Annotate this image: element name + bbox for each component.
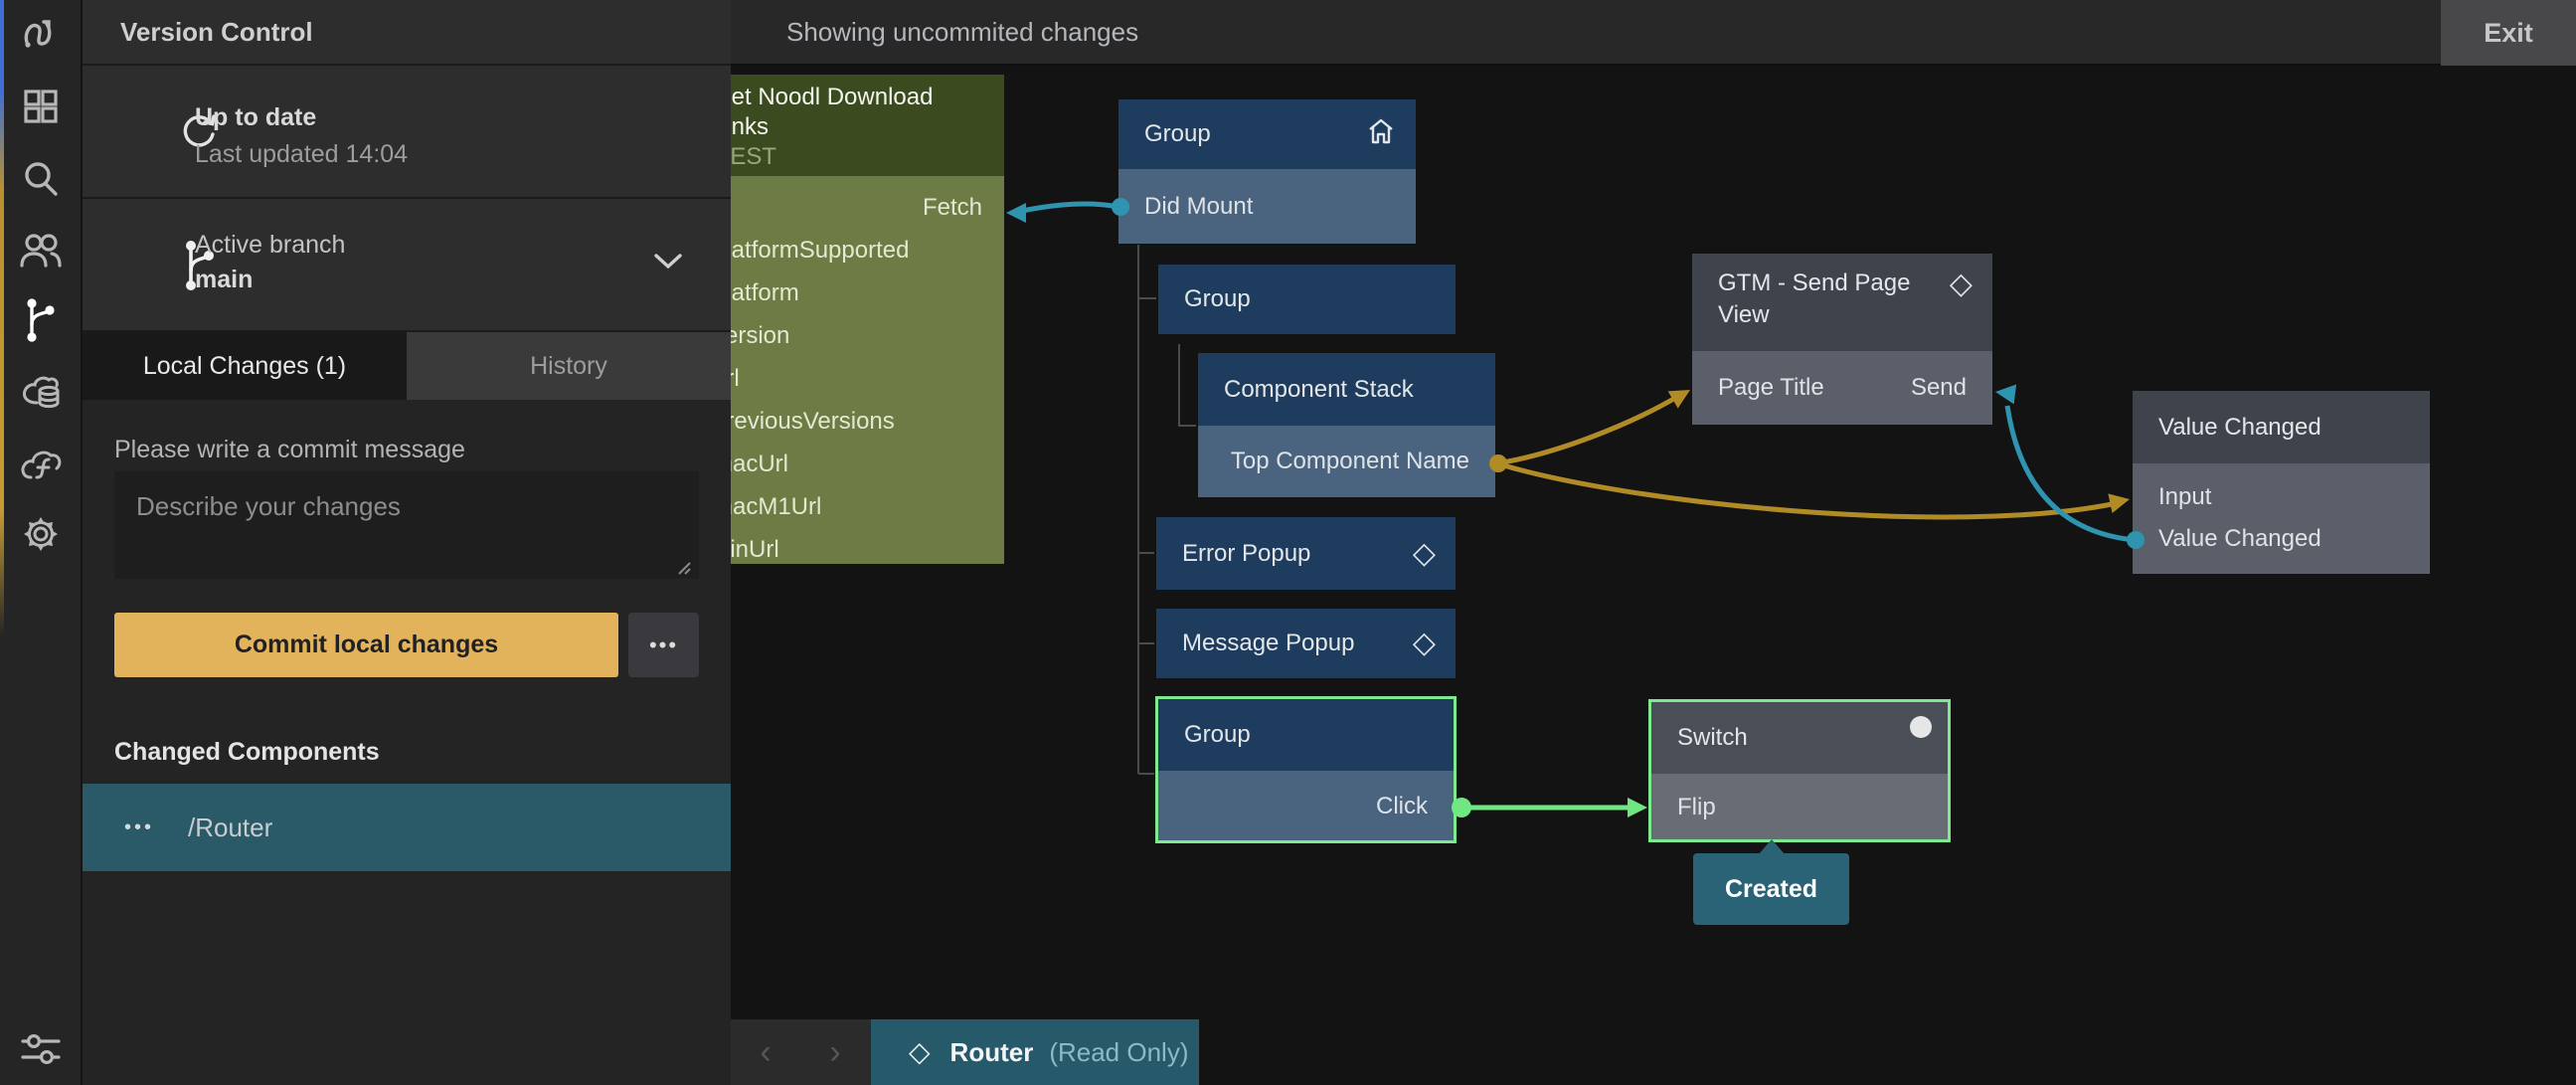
created-tooltip-badge: Created xyxy=(1693,853,1849,925)
home-icon xyxy=(1366,116,1396,153)
connected-indicator-dot xyxy=(1910,716,1932,738)
node-message-popup[interactable]: Message Popup ◇ xyxy=(1156,609,1456,678)
node-title: GTM - Send Page View xyxy=(1718,270,1911,328)
changed-components-heading: Changed Components xyxy=(114,738,380,766)
panel-title: Version Control xyxy=(120,16,313,47)
port-platform[interactable]: platform xyxy=(731,279,799,306)
row-options-dots-icon[interactable]: ••• xyxy=(124,815,155,838)
cloud-services-icon[interactable] xyxy=(18,370,64,416)
panel-header: Version Control xyxy=(83,0,731,66)
chevron-down-icon[interactable] xyxy=(653,253,683,275)
sync-updated-text: Last updated 14:04 xyxy=(195,140,409,168)
port-did-mount[interactable]: Did Mount xyxy=(1144,193,1254,220)
port-previousversions[interactable]: previousVersions xyxy=(731,408,895,435)
node-title: Component Stack xyxy=(1224,375,1414,403)
port-value-changed[interactable]: Value Changed xyxy=(2158,525,2321,552)
node-group-child[interactable]: Group xyxy=(1158,265,1456,334)
component-tab-router[interactable]: ◇ Router (Read Only) xyxy=(871,1019,1199,1085)
changed-component-row-router[interactable]: ••• /Router xyxy=(83,784,731,871)
connection-click-to-flip xyxy=(1452,798,1647,817)
node-group-selected[interactable]: Group Click xyxy=(1155,696,1457,843)
commit-local-changes-button[interactable]: Commit local changes xyxy=(114,613,618,677)
node-gtm-send-page-view[interactable]: GTM - Send Page View ◇ Page Title Send xyxy=(1692,254,1992,425)
node-switch[interactable]: Switch Flip xyxy=(1648,699,1951,842)
active-branch-name: main xyxy=(195,266,254,293)
connection-topcomponentname-to-input xyxy=(1489,454,2130,520)
port-winurl[interactable]: winUrl xyxy=(731,536,779,563)
node-rest-get-noodl-download-links[interactable]: Get Noodl Download Links REST Fetch plat… xyxy=(731,75,1004,564)
component-diamond-icon: ◇ xyxy=(1949,268,1973,300)
nav-back-chevron[interactable]: ‹ xyxy=(760,1033,772,1071)
port-macm1url[interactable]: macM1Url xyxy=(731,493,822,520)
editor-preferences-sliders-icon[interactable] xyxy=(18,1025,64,1071)
node-value-changed[interactable]: Value Changed Input Value Changed xyxy=(2133,391,2430,574)
tab-local-changes[interactable]: Local Changes (1) xyxy=(83,332,407,400)
component-tab-name: Router xyxy=(949,1036,1034,1067)
port-input[interactable]: Input xyxy=(2158,483,2212,510)
connections-overlay xyxy=(1006,198,2145,817)
commit-message-label: Please write a commit message xyxy=(114,436,465,463)
commit-more-options-button[interactable]: ••• xyxy=(628,613,699,677)
refresh-icon[interactable] xyxy=(178,109,220,156)
canvas-nav-strip: ‹ › xyxy=(731,1019,871,1085)
node-subtitle: REST xyxy=(731,143,777,170)
port-url[interactable]: url xyxy=(731,365,740,392)
port-flip[interactable]: Flip xyxy=(1677,794,1716,820)
node-title: Value Changed xyxy=(2158,413,2321,441)
port-click[interactable]: Click xyxy=(1376,793,1428,819)
node-title: Error Popup xyxy=(1182,539,1311,567)
canvas-topbar: Showing uncommited changes Exit xyxy=(731,0,2576,66)
sync-status-text: Up to date xyxy=(195,103,317,131)
created-label: Created xyxy=(1724,874,1818,903)
noodl-logo-icon[interactable] xyxy=(18,12,64,58)
port-page-title[interactable]: Page Title xyxy=(1718,374,1824,401)
read-only-label: (Read Only) xyxy=(1049,1036,1189,1067)
commit-message-input[interactable] xyxy=(114,471,699,579)
node-title: Switch xyxy=(1677,724,1748,751)
connection-valuechanged-to-send xyxy=(1995,384,2145,549)
version-control-panel: Version Control Up to date Last updated … xyxy=(83,0,731,1085)
version-control-branch-icon[interactable] xyxy=(18,296,64,342)
sync-status-row[interactable]: Up to date Last updated 14:04 xyxy=(83,68,731,199)
node-component-stack[interactable]: Component Stack Top Component Name xyxy=(1198,353,1495,497)
node-group-root[interactable]: Group Did Mount xyxy=(1118,99,1416,244)
panel-tabs: Local Changes (1) History xyxy=(83,332,731,400)
node-error-popup[interactable]: Error Popup ◇ xyxy=(1156,517,1456,590)
sidebar xyxy=(0,0,83,1085)
node-title: Get Noodl Download Links xyxy=(731,84,934,140)
cloud-functions-icon[interactable] xyxy=(18,443,64,488)
branch-icon xyxy=(180,237,220,297)
node-graph-canvas[interactable]: Get Noodl Download Links REST Fetch plat… xyxy=(731,66,2576,1085)
port-platformsupported[interactable]: platformSupported xyxy=(731,237,910,264)
port-fetch[interactable]: Fetch xyxy=(922,194,982,221)
settings-gear-icon[interactable] xyxy=(18,511,64,557)
port-send[interactable]: Send xyxy=(1910,374,1967,401)
connection-didmount-to-fetch xyxy=(1006,198,1129,223)
port-top-component-name[interactable]: Top Component Name xyxy=(1230,448,1469,474)
component-diamond-icon: ◇ xyxy=(1412,627,1436,659)
port-version[interactable]: version xyxy=(731,322,790,349)
port-macurl[interactable]: macUrl xyxy=(731,451,788,477)
node-title: Group xyxy=(1144,120,1211,147)
component-diamond-icon: ◇ xyxy=(909,1036,931,1067)
active-branch-label: Active branch xyxy=(195,231,346,259)
node-title: Group xyxy=(1184,285,1251,312)
component-diamond-icon: ◇ xyxy=(1412,536,1436,570)
sidebar-accent-strip xyxy=(0,0,4,636)
local-changes-content: Please write a commit message Commit loc… xyxy=(83,400,731,1085)
exit-button[interactable]: Exit xyxy=(2441,0,2576,66)
uncommitted-changes-status: Showing uncommited changes xyxy=(786,17,1139,47)
collaboration-users-icon[interactable] xyxy=(18,227,64,272)
components-grid-icon[interactable] xyxy=(18,84,64,129)
changed-component-name: /Router xyxy=(188,812,273,842)
node-title: Group xyxy=(1184,721,1251,748)
connection-topcomponentname-to-pagetitle xyxy=(1496,390,1690,466)
tab-history[interactable]: History xyxy=(407,332,731,400)
node-title: Message Popup xyxy=(1182,630,1355,656)
active-branch-row[interactable]: Active branch main xyxy=(83,201,731,332)
search-icon[interactable] xyxy=(18,155,64,201)
nav-forward-chevron[interactable]: › xyxy=(829,1033,841,1071)
